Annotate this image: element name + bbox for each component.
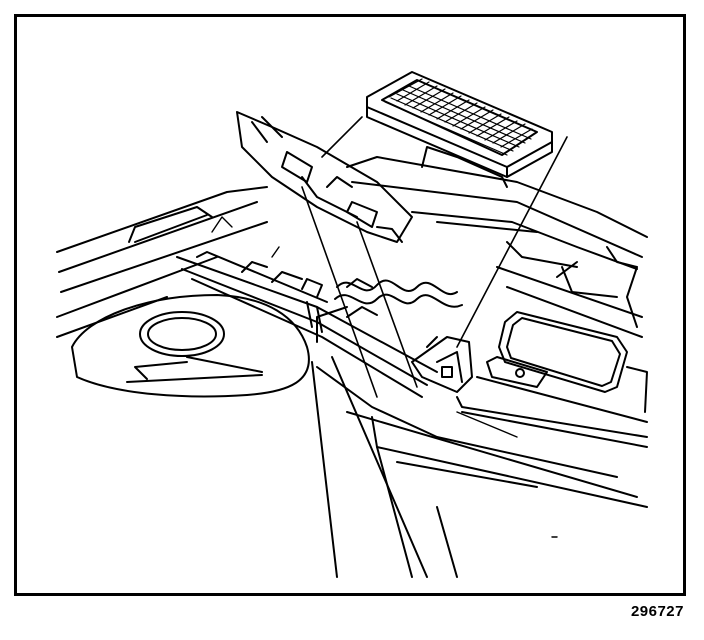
lower-housing — [311, 356, 648, 578]
bracket-mount — [411, 336, 473, 393]
line-drawing — [56, 71, 648, 578]
diagram-frame — [14, 14, 686, 596]
seal-strip — [334, 279, 463, 308]
leader-lines — [301, 116, 568, 398]
filter-bracket — [236, 111, 413, 243]
strut-tower — [71, 294, 310, 398]
right-rails — [456, 366, 648, 448]
cowl-channel — [176, 251, 438, 398]
detail-lines — [211, 216, 558, 538]
figure-number: 296727 — [630, 603, 684, 620]
cabin-air-filter — [366, 71, 553, 188]
vent-opening — [486, 311, 628, 393]
left-fender — [56, 186, 268, 338]
cowl-panel — [346, 156, 648, 338]
